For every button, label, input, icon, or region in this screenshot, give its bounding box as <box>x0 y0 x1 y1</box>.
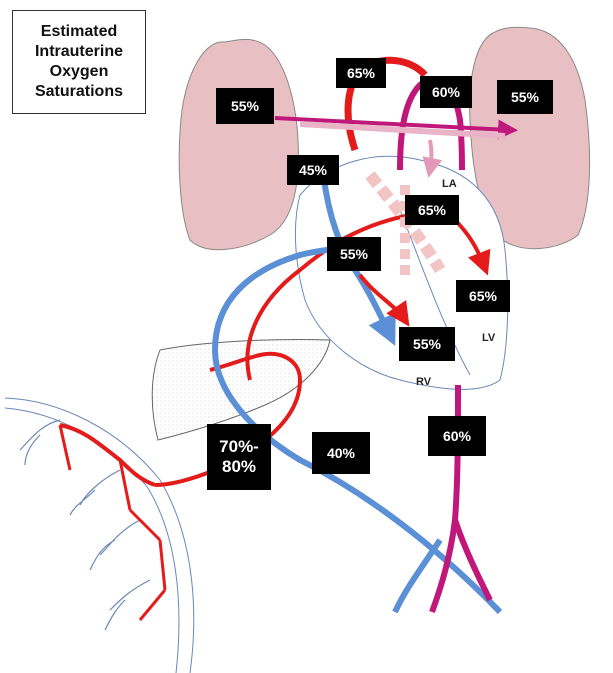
placenta-villi <box>20 420 150 630</box>
label-left-atrium: 65% <box>405 195 459 225</box>
title-box: Estimated Intrauterine Oxygen Saturation… <box>12 10 146 114</box>
label-umbilical-vein: 70%- 80% <box>207 424 271 490</box>
left-lung <box>179 39 298 249</box>
label-left-ventricle: 65% <box>456 280 510 312</box>
label-right-atrium: 55% <box>327 237 381 271</box>
label-svc: 45% <box>287 155 339 185</box>
label-descending-aorta: 60% <box>428 416 486 456</box>
title-line-2: Intrauterine <box>35 42 123 62</box>
title-line-1: Estimated <box>41 22 117 42</box>
pulmonary-to-la-flow <box>430 140 432 170</box>
label-umbilical-vein-line-1: 70%- <box>219 437 259 457</box>
label-pulmonary-artery: 60% <box>420 76 472 108</box>
chamber-label-lv: LV <box>482 332 495 344</box>
chamber-label-rv: RV <box>416 376 431 388</box>
title-line-4: Saturations <box>35 82 123 102</box>
placenta-outline-outer <box>5 398 194 673</box>
title-line-3: Oxygen <box>50 62 109 82</box>
chamber-label-la: LA <box>442 178 457 190</box>
label-right-lung: 55% <box>497 80 553 114</box>
label-right-ventricle: 55% <box>399 327 455 361</box>
label-ivc: 40% <box>312 432 370 474</box>
placenta-outline-inner <box>5 408 179 673</box>
label-left-lung: 55% <box>216 88 274 124</box>
label-aortic-arch: 65% <box>336 58 386 88</box>
umbilical-vein <box>60 425 215 485</box>
label-umbilical-vein-line-2: 80% <box>222 457 256 477</box>
